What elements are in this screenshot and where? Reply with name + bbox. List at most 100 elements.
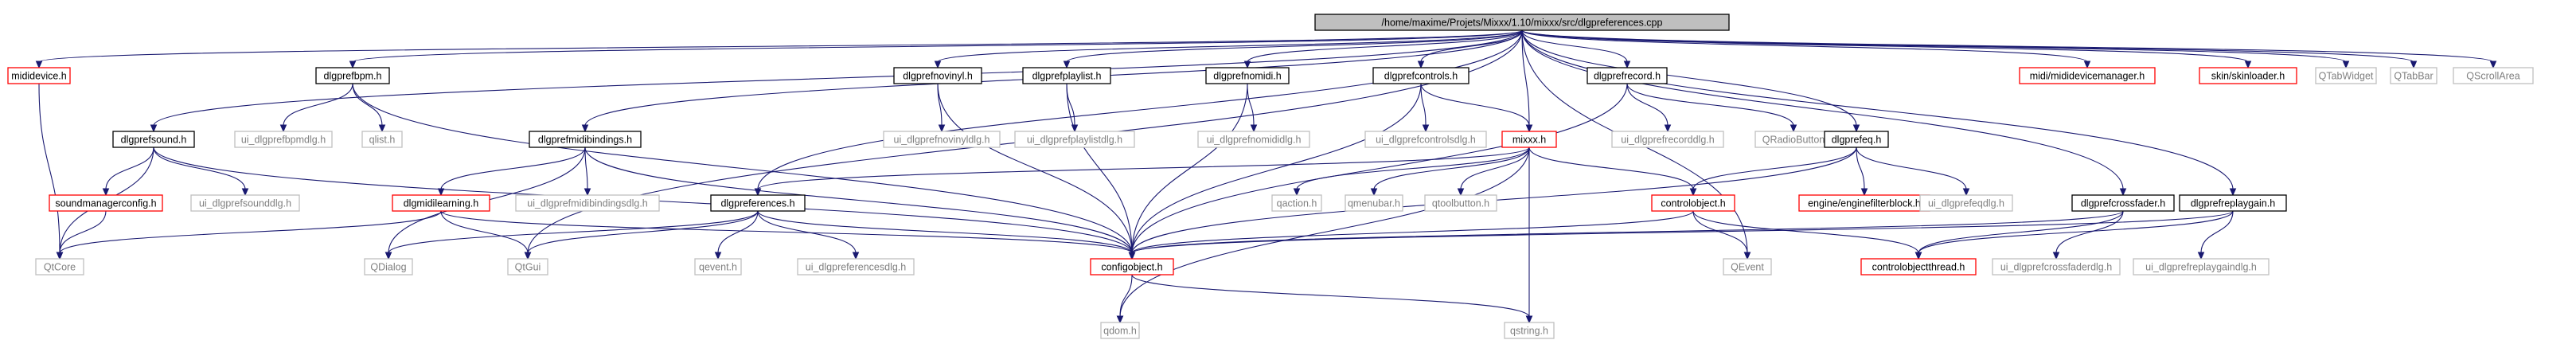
edge-line [584, 147, 1133, 254]
edge-line [1131, 83, 1422, 254]
node-box [710, 194, 806, 212]
edge-root-to-dlgprefbpm [349, 29, 1523, 69]
edge-dlgpreferences-to-qevent [714, 210, 759, 260]
node-label: QTabBar [2394, 71, 2433, 82]
node-mididevice-h[interactable]: mididevice.h [7, 67, 71, 84]
node-qtabwidget: QTabWidget [2315, 67, 2377, 84]
edge-dlgprefsound-to-ui_dlgprefsounddlg [153, 147, 249, 197]
arrowhead-icon [524, 252, 532, 260]
node-controlobject-h[interactable]: controlobject.h [1651, 194, 1735, 212]
node-box [1205, 67, 1290, 84]
arrowhead-icon [2489, 61, 2497, 69]
edge-line [1626, 83, 1669, 127]
node-dlgprefeq-h[interactable]: dlgprefeq.h [1824, 131, 1889, 148]
node-label: mixxx.h [1512, 135, 1546, 146]
edge-dlgmidilearning-to-qtcore [56, 210, 442, 260]
edge-mixxx-to-dlgpreferences [754, 147, 1530, 197]
node-soundmanagerconfig-h[interactable]: soundmanagerconfig.h [49, 194, 163, 212]
node-box [797, 258, 915, 276]
arrowhead-icon [1525, 315, 1533, 324]
edge-line [153, 147, 246, 190]
node-home-maxime-projets-mixxx-1-10-mixxx-src-dlgpreferences-cpp[interactable]: /home/maxime/Projets/Mixxx/1.10/mixxx/sr… [1314, 14, 1730, 31]
edge-mixxx-to-controlobject [1528, 147, 1697, 197]
node-qscrollarea: QScrollArea [2453, 67, 2534, 84]
node-dlgprefsound-h[interactable]: dlgprefsound.h [112, 131, 195, 148]
arrowhead-icon [1063, 61, 1071, 69]
edge-root-to-dlgprefrecord [1521, 29, 1631, 69]
node-skin-skinloader-h[interactable]: skin/skinloader.h [2199, 67, 2297, 84]
edge-dlgprefbpm-to-ui_dlgprefbpmdlg [279, 83, 353, 133]
node-configobject-h[interactable]: configobject.h [1090, 258, 1174, 276]
node-box [35, 258, 84, 276]
node-qevent-h: qevent.h [694, 258, 742, 276]
node-box [315, 67, 390, 84]
node-dlgprefrecord-h[interactable]: dlgprefrecord.h [1587, 67, 1668, 84]
node-ui-dlgprefcrossfaderdlg-h: ui_dlgprefcrossfaderdlg.h [1992, 258, 2121, 276]
node-label: ui_dlgprefcontrolsdlg.h [1376, 135, 1476, 146]
edge-line [1918, 210, 2124, 254]
node-ui-dlgprefnovinyldlg-h: ui_dlgprefnovinyldlg.h [883, 131, 1001, 148]
node-mixxx-h[interactable]: mixxx.h [1501, 131, 1557, 148]
arrowhead-icon [1664, 124, 1672, 133]
edge-controlobject-to-configobject [1128, 210, 1694, 260]
arrowhead-icon [35, 61, 43, 69]
node-label: qmenubar.h [1348, 198, 1400, 209]
node-engine-enginefilterblock-h[interactable]: engine/enginefilterblock.h [1798, 194, 1930, 212]
edge-line [1521, 29, 2234, 190]
node-dlgprefplaylist-h[interactable]: dlgprefplaylist.h [1022, 67, 1111, 84]
node-box [1504, 322, 1555, 339]
node-dlgprefnovinyl-h[interactable]: dlgprefnovinyl.h [893, 67, 982, 84]
edge-line [937, 29, 1523, 63]
node-label: qdom.h [1103, 326, 1137, 337]
node-box [1364, 131, 1487, 148]
edge-dlgprefcrossfader-to-configobject [1128, 210, 2124, 260]
node-box [1424, 194, 1497, 212]
arrowhead-icon [934, 61, 942, 69]
edge-line [1521, 29, 1628, 63]
node-dlgprefcrossfader-h[interactable]: dlgprefcrossfader.h [2071, 194, 2175, 212]
arrowhead-icon [2052, 252, 2060, 260]
node-box [49, 194, 163, 212]
node-box [7, 67, 71, 84]
edge-line [584, 147, 588, 190]
node-dlgprefnomidi-h[interactable]: dlgprefnomidi.h [1205, 67, 1290, 84]
edge-line [59, 210, 442, 254]
node-dlgprefbpm-h[interactable]: dlgprefbpm.h [315, 67, 390, 84]
node-box [507, 258, 548, 276]
edge-line [440, 147, 586, 190]
edge-controlobject-to-qeventcap [1692, 210, 1751, 260]
node-dlgprefreplaygain-h[interactable]: dlgprefreplaygain.h [2179, 194, 2287, 212]
arrowhead-icon [349, 61, 357, 69]
edge-dlgprefeq-to-enginefilterblock [1856, 147, 1868, 197]
edge-dlgprefreplaygain-to-configobject [1128, 210, 2234, 260]
edge-line [1131, 83, 1248, 254]
arrowhead-icon [150, 124, 158, 133]
edge-dlgprefnomidi-to-configobject [1128, 83, 1248, 260]
node-label: qstring.h [1510, 326, 1548, 337]
node-midi-mididevicemanager-h[interactable]: midi/mididevicemanager.h [2019, 67, 2156, 84]
node-qtgui: QtGui [507, 258, 548, 276]
node-box [2133, 258, 2270, 276]
node-dlgprefcontrols-h[interactable]: dlgprefcontrols.h [1372, 67, 1469, 84]
arrowhead-icon [102, 188, 110, 197]
node-dlgmidilearning-h[interactable]: dlgmidilearning.h [392, 194, 490, 212]
node-label: engine/enginefilterblock.h [1808, 198, 1921, 209]
edge-line [1247, 83, 1255, 127]
edge-line [1066, 29, 1523, 63]
edge-root-to-dlgprefnovinyl [934, 29, 1523, 69]
edge-mixxx-to-qtoolbutton [1457, 147, 1530, 197]
edge-line [1521, 29, 2088, 63]
node-label: QRadioButton [1762, 135, 1825, 146]
node-dlgpreferences-h[interactable]: dlgpreferences.h [710, 194, 806, 212]
arrowhead-icon [2410, 61, 2418, 69]
edge-dlgprefmidibindings-to-ui_dlgprefmidibindingsdlg [584, 147, 591, 197]
edge-line [2055, 210, 2124, 254]
edge-root-to-dlgprefsound [150, 29, 1523, 133]
node-label: QTabWidget [2319, 71, 2374, 82]
node-box [190, 194, 300, 212]
node-dlgprefmidibindings-h[interactable]: dlgprefmidibindings.h [529, 131, 642, 148]
arrowhead-icon [1914, 252, 1922, 260]
node-controlobjectthread-h[interactable]: controlobjectthread.h [1860, 258, 1977, 276]
node-label: ui_dlgprefsounddlg.h [199, 198, 291, 209]
edge-dlgprefcrossfader-to-controlobjectthread [1914, 210, 2124, 260]
